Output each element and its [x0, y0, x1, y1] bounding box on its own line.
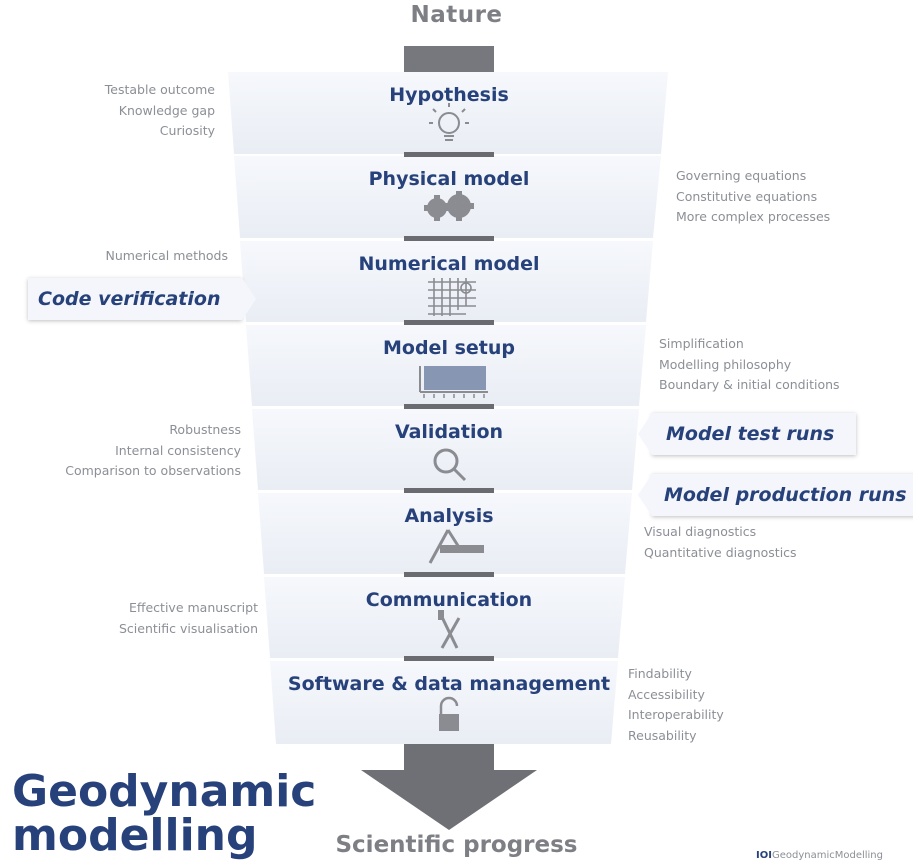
- stage-title-analysis: Analysis: [404, 505, 494, 527]
- note-item: Comparison to observations: [65, 463, 241, 478]
- notes-physical-model: Governing equations Constitutive equatio…: [676, 166, 830, 228]
- note-item: More complex processes: [676, 209, 831, 224]
- note-item: Simplification: [659, 336, 744, 351]
- mesh-grid-icon: [428, 278, 476, 316]
- stage-slab-software: [270, 661, 618, 744]
- note-item: Interoperability: [628, 707, 724, 722]
- compass-ruler-icon: [428, 529, 484, 564]
- pen-tools-icon: [438, 610, 461, 649]
- note-item: Robustness: [169, 422, 241, 437]
- magnifier-icon: [433, 448, 467, 482]
- main-title: Geodynamic modelling: [12, 770, 316, 858]
- stage-title-software-data-management: Software & data management: [287, 673, 611, 695]
- stage-slab-communication: [264, 577, 625, 658]
- note-item: Numerical methods: [105, 248, 228, 263]
- stage-slab-physical: [234, 156, 661, 238]
- credit-text: GeodynamicModelling: [771, 850, 883, 861]
- note-item: Internal consistency: [115, 442, 241, 458]
- progress-arrow: [361, 744, 537, 830]
- notes-model-setup: Simplification Modelling philosophy Boun…: [659, 334, 840, 396]
- model-box-icon: [419, 366, 488, 398]
- connector-bar: [404, 404, 494, 409]
- notes-communication: Effective manuscript Scientific visualis…: [119, 598, 258, 639]
- lightbulb-icon: [429, 103, 469, 141]
- stage-title-communication: Communication: [365, 589, 533, 611]
- connector-bar: [404, 656, 494, 661]
- scientific-progress-label: Scientific progress: [335, 832, 578, 858]
- notes-numerical-model: Numerical methods: [105, 246, 228, 267]
- note-item: Scientific visualisation: [118, 620, 258, 636]
- notes-software: Findability Accessibility Interoperabili…: [628, 664, 724, 746]
- callout-code-verification: Code verification: [28, 278, 256, 320]
- note-item: Boundary & initial conditions: [659, 377, 840, 392]
- stage-title-hypothesis: Hypothesis: [389, 84, 509, 106]
- note-item: Modelling philosophy: [659, 356, 792, 372]
- gears-icon: [424, 191, 474, 221]
- stage-title-physical-model: Physical model: [368, 168, 530, 190]
- note-item: Reusability: [628, 727, 697, 743]
- connector-bar: [404, 236, 494, 241]
- note-item: Quantitative diagnostics: [644, 544, 797, 560]
- main-title-line1: Geodynamic: [12, 766, 317, 817]
- note-item: Effective manuscript: [128, 600, 258, 615]
- note-item: Testable outcome: [104, 82, 215, 97]
- note-item: Governing equations: [676, 168, 807, 183]
- connector-bar: [404, 488, 494, 493]
- stage-slab-setup: [246, 325, 646, 406]
- notes-analysis: Visual diagnostics Quantitative diagnost…: [644, 522, 797, 563]
- stage-title-numerical-model: Numerical model: [358, 253, 540, 275]
- nature-label: Nature: [410, 2, 503, 28]
- note-item: Constitutive equations: [676, 188, 818, 204]
- callout-model-production-runs: Model production runs: [638, 474, 913, 516]
- callout-model-test-runs: Model test runs: [638, 413, 856, 455]
- stage-title-validation: Validation: [394, 421, 504, 443]
- padlock-icon: [439, 696, 459, 731]
- note-item: Knowledge gap: [118, 102, 215, 118]
- note-item: Accessibility: [628, 686, 705, 702]
- connector-bar: [404, 572, 494, 577]
- notes-validation: Robustness Internal consistency Comparis…: [65, 420, 241, 482]
- note-item: Findability: [628, 666, 692, 681]
- main-title-line2: modelling: [12, 810, 258, 861]
- connector-bar: [404, 152, 494, 157]
- note-item: Visual diagnostics: [644, 524, 757, 539]
- notes-hypothesis: Testable outcome Knowledge gap Curiosity: [105, 80, 215, 142]
- credit: IOIGeodynamicModelling: [756, 850, 883, 861]
- connector-bar: [404, 320, 494, 325]
- note-item: Curiosity: [159, 123, 215, 138]
- credit-logo: IOI: [756, 850, 772, 861]
- stage-title-model-setup: Model setup: [383, 337, 515, 359]
- nature-stem: [404, 46, 494, 72]
